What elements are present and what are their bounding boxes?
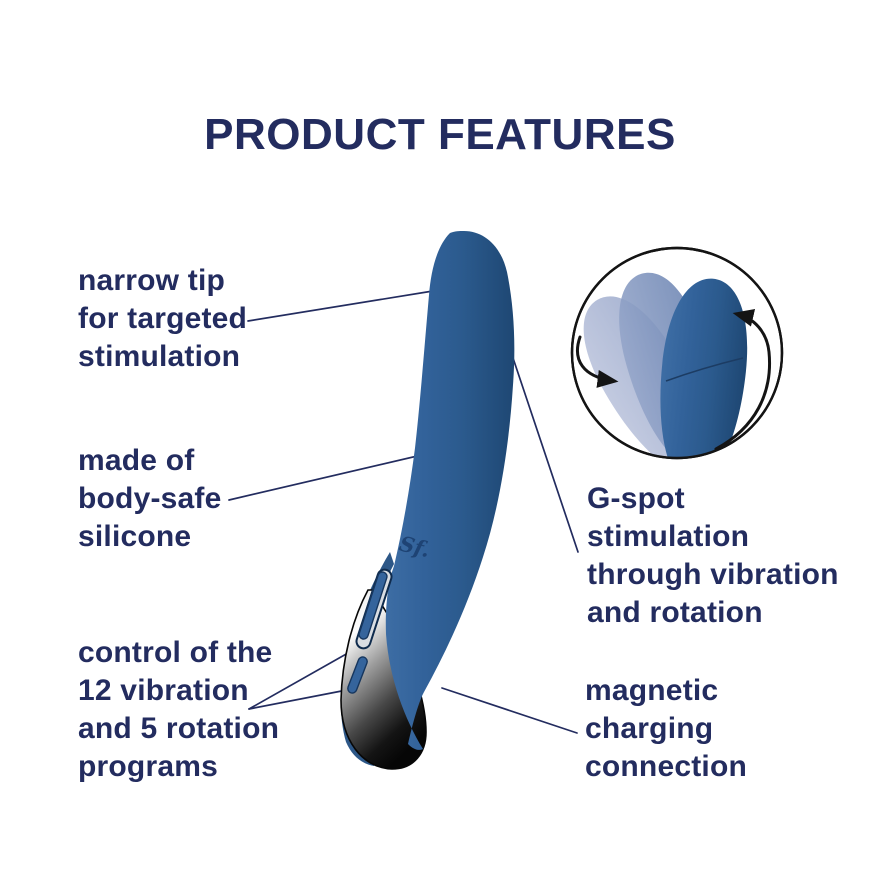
control-buttons xyxy=(347,568,393,694)
inset-circle-stroke xyxy=(570,246,784,460)
long-button xyxy=(358,571,388,640)
page-title: PRODUCT FEATURES xyxy=(204,110,676,160)
vibrator-product: Sf. xyxy=(340,231,515,770)
magnetic-line xyxy=(441,687,578,734)
body-safe-line xyxy=(228,449,444,501)
solid-tip xyxy=(660,278,748,457)
short-button xyxy=(347,656,368,694)
tip-seam-line xyxy=(665,357,744,382)
rotation-motion-inset xyxy=(570,246,784,460)
feature-label-narrow-tip: narrow tip for targeted stimulation xyxy=(78,264,248,373)
feature-label-body-safe: made of body-safe silicone xyxy=(78,444,222,553)
programs-line-lower xyxy=(248,688,353,710)
g-spot-line xyxy=(510,351,579,553)
feature-label-programs: control of the 12 vibration and 5 rotati… xyxy=(78,636,280,783)
rotation-arrow-right-icon xyxy=(714,309,772,451)
silicone-body xyxy=(385,231,515,750)
feature-label-magnetic-charging: magnetic charging connection xyxy=(585,674,748,783)
feature-label-g-spot: G-spot stimulation through vibration and… xyxy=(587,482,839,629)
callout-lines xyxy=(228,290,579,734)
rotation-arrow-left-icon xyxy=(575,335,619,388)
narrow-tip-line xyxy=(247,290,434,322)
